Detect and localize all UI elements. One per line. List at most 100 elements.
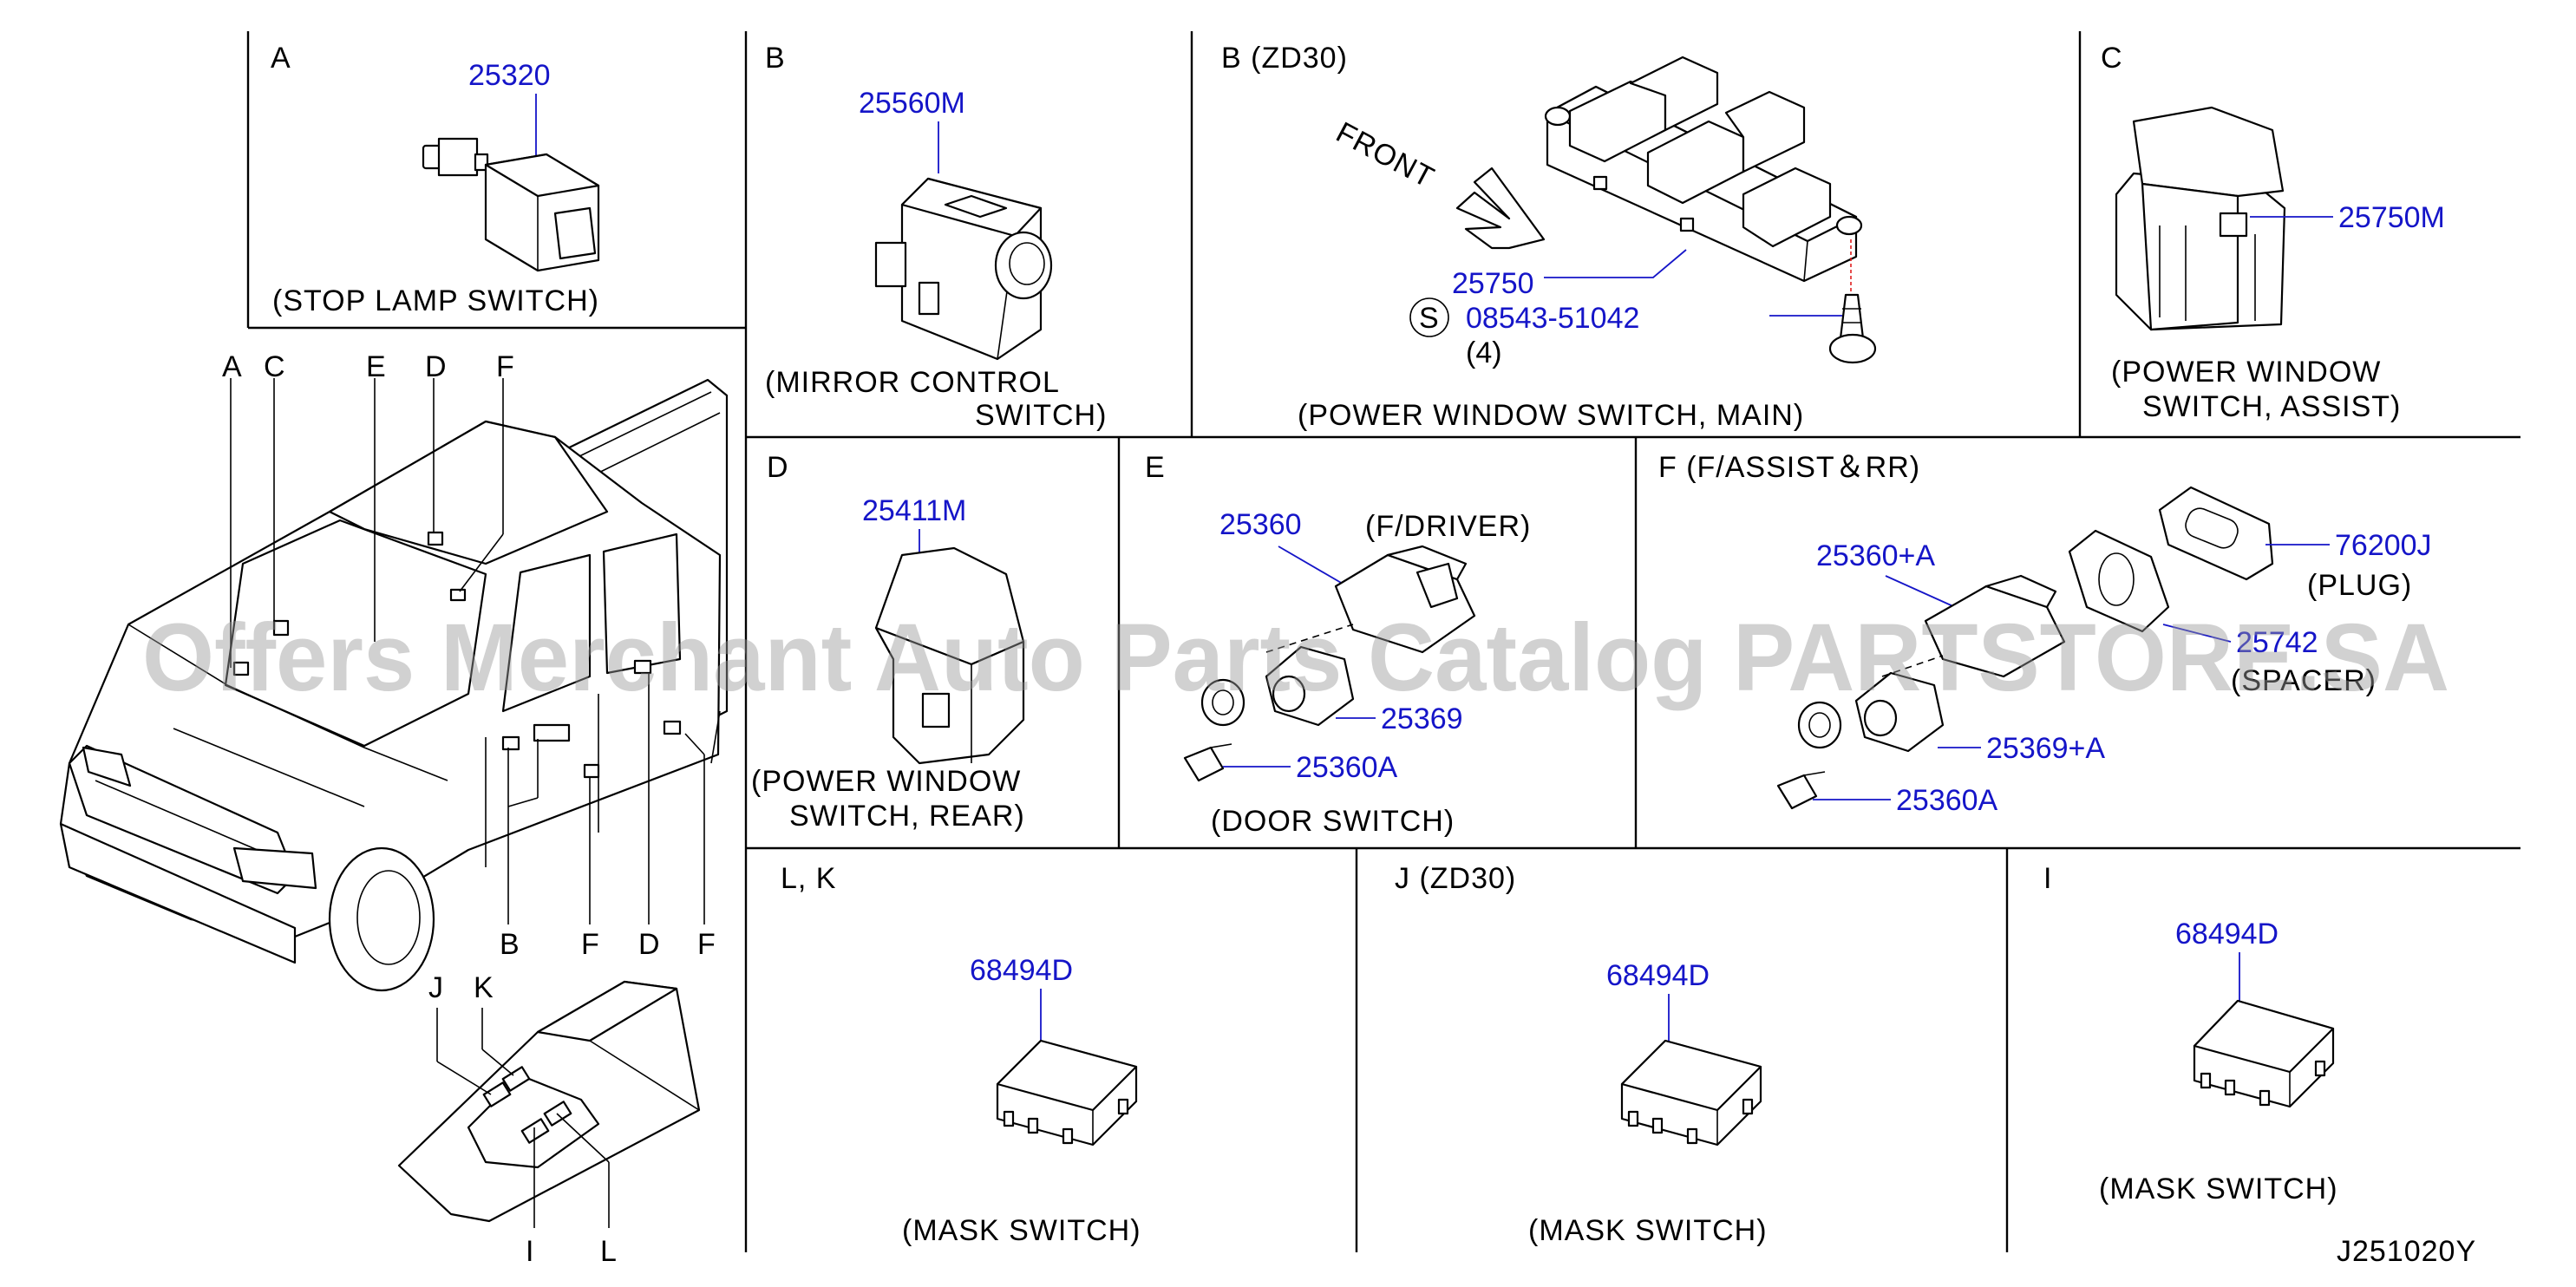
panel-b-letter: B: [765, 42, 786, 75]
part-25750-label[interactable]: 25750: [1452, 267, 1534, 300]
panel-b-caption-1: (MIRROR CONTROL: [765, 366, 1060, 399]
panel-f-letter: F (F/ASSIST＆RR): [1658, 451, 1920, 484]
plug-drawing: [2158, 486, 2274, 581]
front-label: FRONT: [1330, 116, 1440, 195]
console-label-k[interactable]: K: [474, 971, 494, 1004]
plug-label: (PLUG): [2307, 569, 2412, 602]
panel-i-caption: (MASK SWITCH): [2099, 1173, 2338, 1205]
spacer-label: (SPACER): [2231, 664, 2377, 697]
console-label-l[interactable]: L: [600, 1235, 618, 1268]
vehicle-label-d[interactable]: D: [425, 350, 448, 383]
main-window-switch-drawing: [1544, 56, 1863, 283]
panel-e-note: (F/DRIVER): [1365, 510, 1531, 543]
panel-i-letter: I: [2043, 862, 2052, 895]
panel-e-letter: E: [1145, 451, 1166, 484]
b-switch-marker: [501, 735, 520, 751]
screw-symbol: S: [1419, 302, 1439, 335]
vehicle-letters-top: A C E D F: [222, 350, 515, 383]
part-25360a-f-label[interactable]: 25360A: [1896, 784, 1998, 817]
panel-b-mirror: B 25560M (MIRROR CONTROL SWITCH): [765, 42, 1107, 432]
part-25360-a-label[interactable]: 25360+A: [1816, 539, 1935, 572]
panel-e-caption: (DOOR SWITCH): [1211, 805, 1455, 838]
vehicle-label-e[interactable]: E: [366, 350, 387, 383]
mirror-control-switch-drawing: [874, 177, 1053, 361]
panel-b-caption-2: SWITCH): [975, 399, 1107, 432]
vehicle-label-d-rear[interactable]: D: [638, 928, 661, 961]
part-76200j-label[interactable]: 76200J: [2335, 529, 2432, 562]
dash-switch-marker: [272, 619, 290, 637]
vehicle-letters-bottom: B F D F: [500, 928, 716, 961]
panel-lk: L, K 68494D (MASK SWITCH): [781, 862, 1141, 1247]
screw-symbol-circle: [1409, 297, 1449, 337]
panel-b-main-caption: (POWER WINDOW SWITCH, MAIN): [1298, 399, 1804, 432]
screw-quantity: (4): [1466, 336, 1502, 369]
part-25369-a-label[interactable]: 25369+A: [1986, 732, 2105, 765]
door-switch-assist-drawing: [1776, 574, 2066, 810]
mask-switch-i-drawing: [2193, 999, 2335, 1108]
part-68494d-j-label[interactable]: 68494D: [1606, 959, 1710, 992]
console-label-j[interactable]: J: [428, 971, 444, 1004]
spacer-drawing: [2068, 529, 2170, 633]
part-25360-label[interactable]: 25360: [1219, 508, 1302, 541]
vehicle-label-f-rear[interactable]: F: [697, 928, 716, 961]
part-25560m-label[interactable]: 25560M: [859, 87, 965, 120]
panel-i: I 68494D (MASK SWITCH): [2043, 862, 2338, 1205]
panel-c-letter: C: [2101, 42, 2123, 75]
screw-icon: [1828, 293, 1877, 364]
panel-b-main: B (ZD30) FRONT 25750 S: [1221, 42, 1877, 432]
mask-switch-j-drawing: [1620, 1039, 1762, 1147]
panel-j: J (ZD30) 68494D (MASK SWITCH): [1395, 862, 1768, 1247]
part-25369-label[interactable]: 25369: [1381, 702, 1463, 735]
front-arrow-icon: [1455, 167, 1546, 250]
panel-d-letter: D: [767, 451, 789, 484]
panel-frames: [246, 31, 2520, 1252]
part-25750m-label[interactable]: 25750M: [2338, 201, 2445, 234]
door-switch-marker: [533, 723, 571, 742]
vehicle-callout-lines: [230, 378, 705, 924]
vehicle-label-f[interactable]: F: [496, 350, 515, 383]
vehicle-label-f-front[interactable]: F: [581, 928, 600, 961]
watermark: Offers Merchant Auto Parts Catalog PARTS…: [142, 604, 2449, 711]
panel-b-main-letter: B (ZD30): [1221, 42, 1348, 75]
part-68494d-lk-label[interactable]: 68494D: [970, 954, 1073, 987]
panel-a-caption: (STOP LAMP SWITCH): [272, 284, 599, 317]
panel-c-caption-1: (POWER WINDOW: [2111, 356, 2381, 389]
part-08543-51042-label[interactable]: 08543-51042: [1466, 302, 1639, 335]
panel-f: F (F/ASSIST＆RR) 25360+A 76200J (PLUG) 25…: [1658, 451, 2432, 817]
vehicle-overview: A C E D F B F D F: [59, 350, 729, 1268]
stop-switch-marker: [232, 661, 250, 676]
panel-d-caption-1: (POWER WINDOW: [751, 765, 1021, 798]
drawing-number: J251020Y: [2337, 1235, 2476, 1268]
assist-window-switch-drawing: [2115, 106, 2286, 331]
panel-a-letter: A: [271, 42, 291, 75]
roof-switch-marker: [427, 531, 444, 546]
panel-j-letter: J (ZD30): [1395, 862, 1516, 895]
part-25360a-e-label[interactable]: 25360A: [1296, 751, 1398, 784]
panel-c: C 25750M (POWER WINDOW SWITCH, ASSIST): [2101, 42, 2445, 423]
part-68494d-i-label[interactable]: 68494D: [2175, 918, 2279, 951]
rear-window-switch-drawing: [874, 546, 1025, 765]
f-switch-marker: [583, 763, 600, 779]
console-drawing: [397, 980, 701, 1228]
stop-lamp-switch-drawing: [422, 137, 600, 272]
part-25742-label[interactable]: 25742: [2236, 626, 2318, 659]
panel-lk-letter: L, K: [781, 862, 836, 895]
vehicle-drawing: [59, 378, 729, 992]
console-label-i[interactable]: I: [526, 1235, 534, 1268]
mirror-marker: [449, 588, 467, 602]
door-switch-drawing: [1183, 545, 1476, 782]
panel-e: E 25360 (F/DRIVER) 25369 25360A (DOOR SW…: [1145, 451, 1531, 838]
panel-d-caption-2: SWITCH, REAR): [789, 800, 1025, 833]
vehicle-label-c[interactable]: C: [264, 350, 286, 383]
panel-c-caption-2: SWITCH, ASSIST): [2142, 390, 2401, 423]
panel-j-caption: (MASK SWITCH): [1528, 1214, 1768, 1247]
panel-lk-caption: (MASK SWITCH): [902, 1214, 1141, 1247]
panel-a: A 25320 (STOP LAMP SWITCH): [271, 42, 600, 317]
panel-d: D 25411M (POWER WINDOW SWITCH, REAR): [751, 451, 1025, 833]
part-25411m-label[interactable]: 25411M: [862, 494, 966, 527]
vehicle-label-b[interactable]: B: [500, 928, 520, 961]
vehicle-label-a[interactable]: A: [222, 350, 243, 383]
part-25320-label[interactable]: 25320: [468, 59, 551, 92]
d-switch-marker: [633, 659, 652, 675]
